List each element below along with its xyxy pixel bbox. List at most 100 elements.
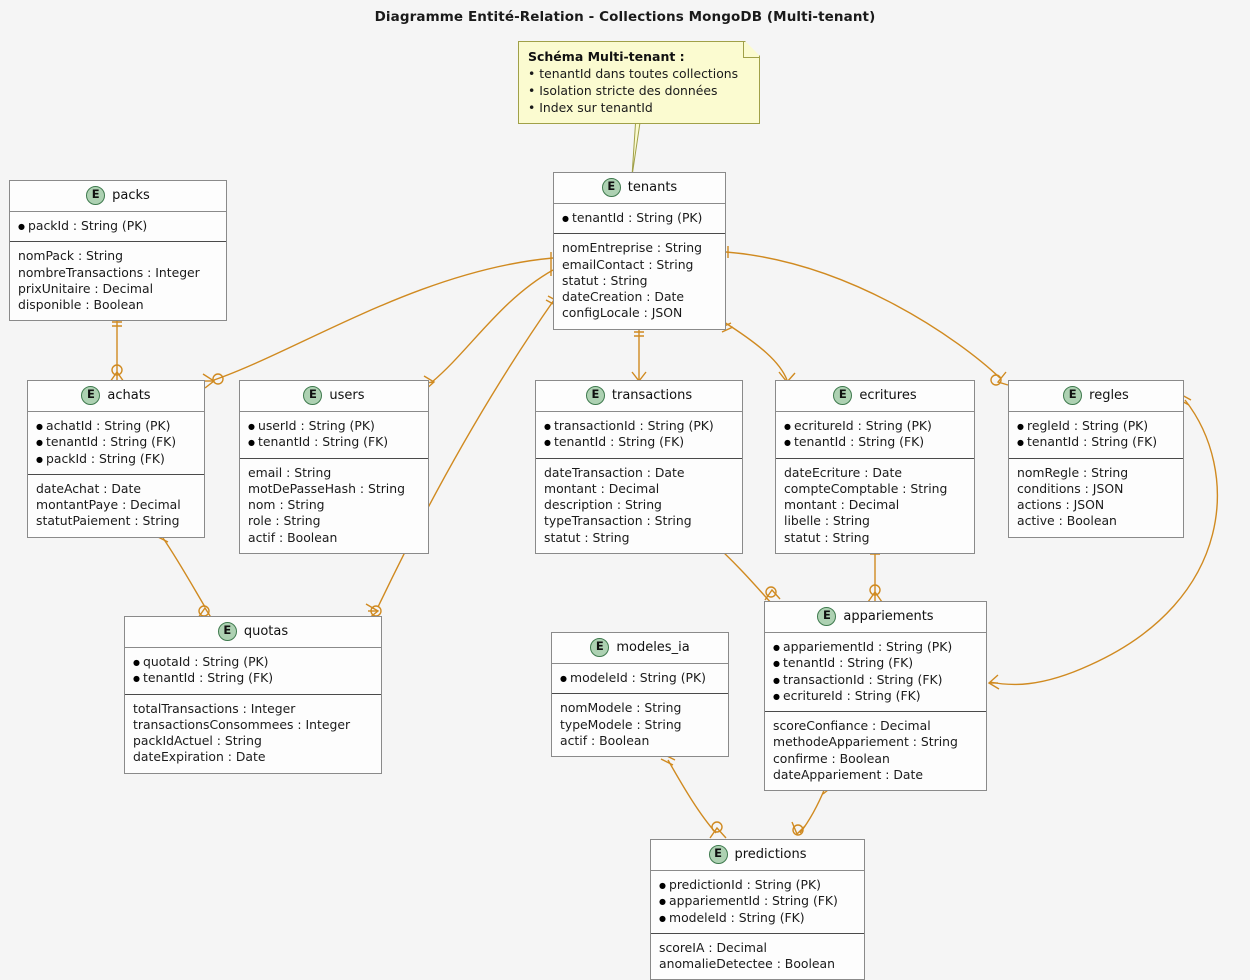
field: montantPaye : Decimal: [36, 497, 181, 513]
entity-E-icon: E: [81, 386, 101, 405]
entity-keys: transactionId : String (PK) tenantId : S…: [536, 412, 742, 459]
field: statutPaiement : String: [36, 513, 180, 529]
field: nomModele : String: [560, 700, 682, 716]
note-multitenant: Schéma Multi-tenant : • tenantId dans to…: [518, 41, 760, 124]
entity-fields: nomPack : String nombreTransactions : In…: [10, 242, 226, 320]
entity-ecritures[interactable]: E ecritures ecritureId : String (PK) ten…: [775, 380, 975, 555]
entity-keys: packId : String (PK): [10, 212, 226, 243]
note-title: Schéma Multi-tenant :: [528, 49, 685, 64]
entity-keys: userId : String (PK) tenantId : String (…: [240, 412, 428, 459]
entity-header: E appariements: [765, 602, 986, 633]
field: transactionsConsommees : Integer: [133, 716, 351, 732]
entity-fields: scoreIA : Decimal anomalieDetectee : Boo…: [651, 934, 864, 980]
entity-E-icon: E: [817, 607, 837, 626]
entity-modeles-ia[interactable]: E modeles_ia modeleId : String (PK) nomM…: [551, 632, 729, 758]
field: conditions : JSON: [1017, 480, 1124, 496]
field-key: appariementId : String (FK): [659, 893, 856, 910]
entity-users[interactable]: E users userId : String (PK) tenantId : …: [239, 380, 429, 555]
field: prixUnitaire : Decimal: [18, 280, 154, 296]
field: statut : String: [784, 529, 870, 545]
entity-keys: appariementId : String (PK) tenantId : S…: [765, 633, 986, 713]
field-key: transactionId : String (PK): [544, 418, 734, 435]
note-line: • Isolation stricte des données: [528, 83, 718, 98]
entity-fields: dateEcriture : Date compteComptable : St…: [776, 459, 974, 553]
entity-keys: regleId : String (PK) tenantId : String …: [1009, 412, 1183, 459]
field: anomalieDetectee : Boolean: [659, 956, 835, 972]
entity-tenants[interactable]: E tenants tenantId : String (PK) nomEntr…: [553, 172, 726, 330]
entity-E-icon: E: [303, 386, 323, 405]
field: active : Boolean: [1017, 513, 1117, 529]
entity-E-icon: E: [1063, 386, 1083, 405]
field: disponible : Boolean: [18, 297, 144, 313]
note-line: • tenantId dans toutes collections: [528, 66, 739, 81]
field: scoreConfiance : Decimal: [773, 718, 931, 734]
field-key: predictionId : String (PK): [659, 877, 856, 894]
entity-header: E predictions: [651, 840, 864, 871]
entity-name: packs: [112, 188, 150, 203]
field-key: ecritureId : String (FK): [773, 688, 978, 705]
field: email : String: [248, 464, 332, 480]
entity-fields: nomModele : String typeModele : String a…: [552, 694, 728, 756]
field: actif : Boolean: [248, 529, 338, 545]
field: role : String: [248, 513, 321, 529]
field-key: tenantId : String (FK): [784, 434, 966, 451]
entity-fields: email : String motDePasseHash : String n…: [240, 459, 428, 553]
entity-packs[interactable]: E packs packId : String (PK) nomPack : S…: [9, 180, 227, 322]
field: nombreTransactions : Integer: [18, 264, 200, 280]
entity-appariements[interactable]: E appariements appariementId : String (P…: [764, 601, 987, 792]
field-key: modeleId : String (PK): [560, 670, 720, 687]
field: totalTransactions : Integer: [133, 700, 296, 716]
field: methodeAppariement : String: [773, 734, 958, 750]
field-key: userId : String (PK): [248, 418, 420, 435]
entity-header: E transactions: [536, 381, 742, 412]
entity-quotas[interactable]: E quotas quotaId : String (PK) tenantId …: [124, 616, 382, 774]
entity-fields: nomRegle : String conditions : JSON acti…: [1009, 459, 1183, 537]
entity-keys: tenantId : String (PK): [554, 204, 725, 235]
field-key: tenantId : String (FK): [1017, 434, 1175, 451]
field: nomPack : String: [18, 248, 124, 264]
entity-name: appariements: [843, 609, 934, 624]
field: description : String: [544, 497, 662, 513]
field-key: ecritureId : String (PK): [784, 418, 966, 435]
field: typeTransaction : String: [544, 513, 692, 529]
entity-E-icon: E: [217, 622, 237, 641]
entity-keys: modeleId : String (PK): [552, 664, 728, 695]
entity-name: users: [329, 388, 365, 403]
entity-keys: quotaId : String (PK) tenantId : String …: [125, 648, 381, 695]
entity-name: modeles_ia: [616, 640, 690, 655]
field: dateAppariement : Date: [773, 767, 923, 783]
field-key: tenantId : String (FK): [248, 434, 420, 451]
entity-E-icon: E: [585, 386, 605, 405]
field-key: appariementId : String (PK): [773, 639, 978, 656]
field-key: tenantId : String (PK): [562, 210, 717, 227]
field-key: achatId : String (PK): [36, 418, 196, 435]
field: montant : Decimal: [784, 497, 900, 513]
field: confirme : Boolean: [773, 750, 890, 766]
entity-header: E achats: [28, 381, 204, 412]
entity-regles[interactable]: E regles regleId : String (PK) tenantId …: [1008, 380, 1184, 538]
field: dateTransaction : Date: [544, 464, 685, 480]
field: compteComptable : String: [784, 480, 948, 496]
entity-fields: scoreConfiance : Decimal methodeAppariem…: [765, 712, 986, 790]
entity-name: quotas: [243, 624, 289, 639]
entity-header: E regles: [1009, 381, 1183, 412]
entity-name: transactions: [611, 388, 693, 403]
entity-keys: ecritureId : String (PK) tenantId : Stri…: [776, 412, 974, 459]
field-key: quotaId : String (PK): [133, 654, 373, 671]
entity-keys: predictionId : String (PK) appariementId…: [651, 871, 864, 934]
entity-name: tenants: [627, 180, 678, 195]
field: montant : Decimal: [544, 480, 660, 496]
field: libelle : String: [784, 513, 870, 529]
field: nomEntreprise : String: [562, 240, 702, 256]
entity-E-icon: E: [86, 186, 106, 205]
field: actif : Boolean: [560, 732, 650, 748]
entity-achats[interactable]: E achats achatId : String (PK) tenantId …: [27, 380, 205, 538]
entity-transactions[interactable]: E transactions transactionId : String (P…: [535, 380, 743, 555]
field: configLocale : JSON: [562, 305, 683, 321]
entity-predictions[interactable]: E predictions predictionId : String (PK)…: [650, 839, 865, 980]
field: actions : JSON: [1017, 497, 1105, 513]
field: typeModele : String: [560, 716, 682, 732]
field: statut : String: [562, 272, 648, 288]
entity-header: E packs: [10, 181, 226, 212]
entity-fields: dateTransaction : Date montant : Decimal…: [536, 459, 742, 553]
